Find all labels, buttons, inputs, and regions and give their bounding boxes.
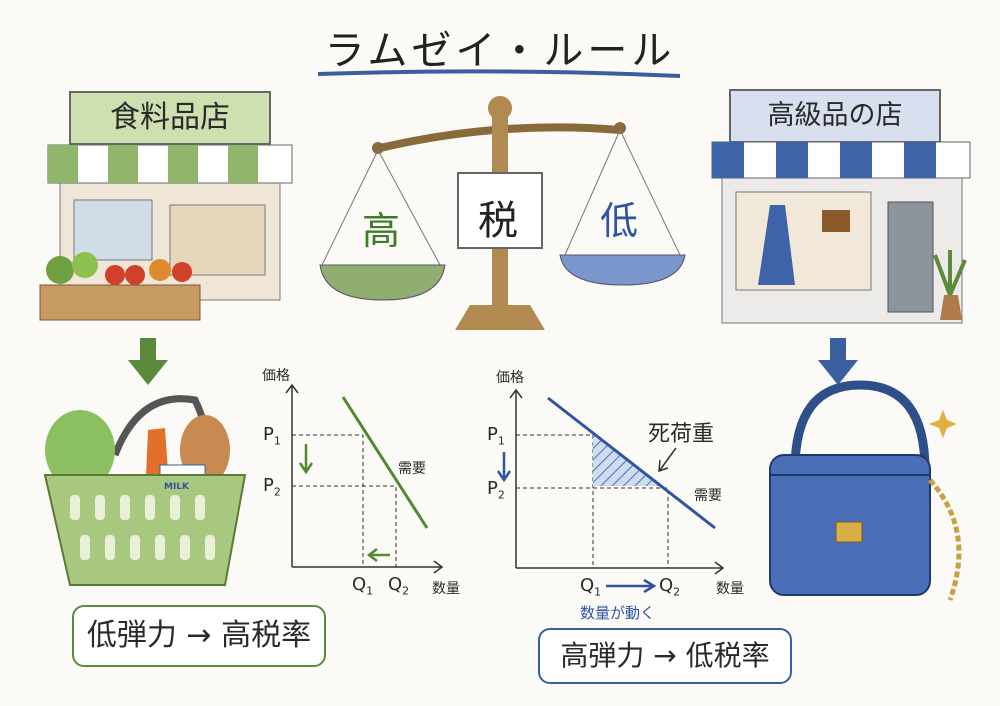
page-title: ラムゼイ・ルール: [324, 28, 676, 74]
left-chart-p2: P2: [263, 475, 281, 499]
awning: [47, 144, 293, 184]
left-chart-ylabel: 価格: [262, 368, 290, 384]
guide-lines: [516, 434, 669, 568]
low-elasticity-rule: 低弾力 → 高税率: [72, 605, 326, 667]
right-chart-p1: P1: [487, 424, 505, 448]
balance-scale-illustration: [319, 96, 686, 330]
left-chart-p1: P1: [263, 424, 281, 448]
left-demand-chart: [285, 383, 444, 574]
awning: [711, 141, 971, 179]
green-down-arrow-icon: [128, 338, 168, 385]
left-chart-demand-label: 需要: [398, 461, 426, 477]
grocery-basket-illustration: [43, 395, 247, 586]
deadweight-loss-label: 死荷重: [648, 422, 715, 447]
high-elasticity-rule: 高弾力 → 低税率: [538, 628, 792, 684]
y-axis: [509, 388, 523, 568]
grocery-store-illustration: [39, 91, 293, 321]
demand-curve: [547, 396, 716, 530]
quantity-left-arrow-icon: [366, 548, 390, 562]
price-down-arrow-icon: [298, 444, 314, 475]
luxury-store-sign: 高級品の店: [767, 100, 903, 131]
left-chart-q1: Q1: [352, 574, 374, 598]
deadweight-pointer-arrow-icon: [658, 447, 677, 473]
price-down-arrow-icon: [496, 452, 512, 483]
grocery-store-sign: 食料品店: [110, 100, 230, 135]
blue-down-arrow-icon: [818, 338, 858, 385]
right-chart-q2: Q2: [659, 575, 681, 599]
scale-right-pan-label: 低: [600, 199, 639, 243]
guide-lines: [292, 434, 397, 567]
left-chart-xlabel: 数量: [432, 581, 460, 597]
right-demand-chart: [496, 388, 725, 594]
scale-center-sign: 税: [478, 198, 518, 244]
left-chart-q2: Q2: [388, 574, 410, 598]
sparkle-icon: [929, 410, 957, 438]
handbag-illustration: [769, 380, 962, 601]
milk-carton-label: MILK: [164, 482, 190, 492]
demand-curve: [341, 396, 429, 529]
quantity-right-arrow-icon: [606, 578, 657, 594]
scale-left-pan-label: 高: [362, 209, 401, 253]
x-axis: [292, 560, 444, 574]
right-chart-p2: P2: [487, 478, 505, 502]
right-chart-ylabel: 価格: [496, 370, 524, 386]
title-underline: [317, 69, 681, 78]
y-axis: [285, 383, 299, 567]
x-axis: [516, 561, 725, 575]
right-chart-demand-label: 需要: [694, 488, 722, 504]
luxury-store-illustration: [711, 89, 971, 324]
quantity-moves-caption: 数量が動く: [580, 604, 656, 622]
right-chart-xlabel: 数量: [716, 581, 744, 597]
right-chart-q1: Q1: [580, 575, 602, 599]
